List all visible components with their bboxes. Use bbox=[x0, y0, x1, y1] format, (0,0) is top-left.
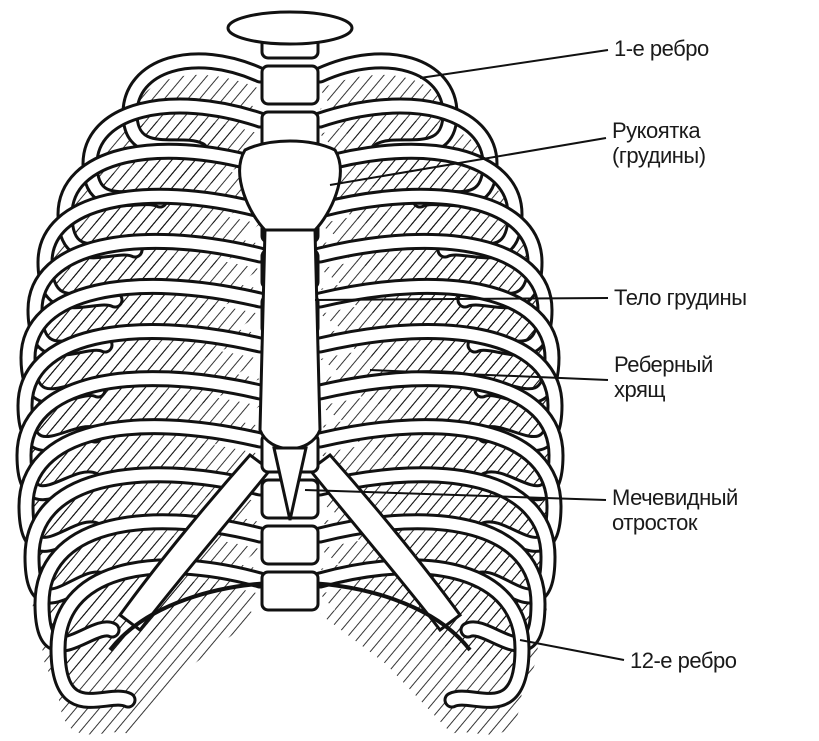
label-first-rib: 1-е ребро bbox=[614, 36, 709, 61]
top-vertebra-cap bbox=[228, 12, 352, 44]
label-manubrium-line1: Рукоятка bbox=[612, 118, 706, 143]
label-twelfth-rib: 12-е ребро bbox=[630, 648, 736, 673]
sternum-body bbox=[260, 230, 320, 449]
label-first-rib-text: 1-е ребро bbox=[614, 36, 709, 61]
manubrium bbox=[240, 141, 341, 230]
label-xiphoid-line2: отросток bbox=[612, 510, 738, 535]
label-xiphoid-line1: Мечевидный bbox=[612, 485, 738, 510]
label-manubrium-line2: (грудины) bbox=[612, 143, 706, 168]
label-twelfth-rib-text: 12-е ребро bbox=[630, 648, 736, 673]
label-sternum-body-text: Тело грудины bbox=[614, 285, 747, 310]
label-costal-cartilage: Реберный хрящ bbox=[614, 352, 713, 402]
vertebra-12 bbox=[262, 526, 318, 564]
label-xiphoid-process: Мечевидный отросток bbox=[612, 485, 738, 535]
vertebra-13 bbox=[262, 572, 318, 610]
label-manubrium: Рукоятка (грудины) bbox=[612, 118, 706, 168]
label-sternum-body: Тело грудины bbox=[614, 285, 747, 310]
leader-first-rib bbox=[420, 50, 608, 78]
vertebra-2 bbox=[262, 66, 318, 104]
label-costal-line1: Реберный bbox=[614, 352, 713, 377]
label-costal-line2: хрящ bbox=[614, 377, 713, 402]
